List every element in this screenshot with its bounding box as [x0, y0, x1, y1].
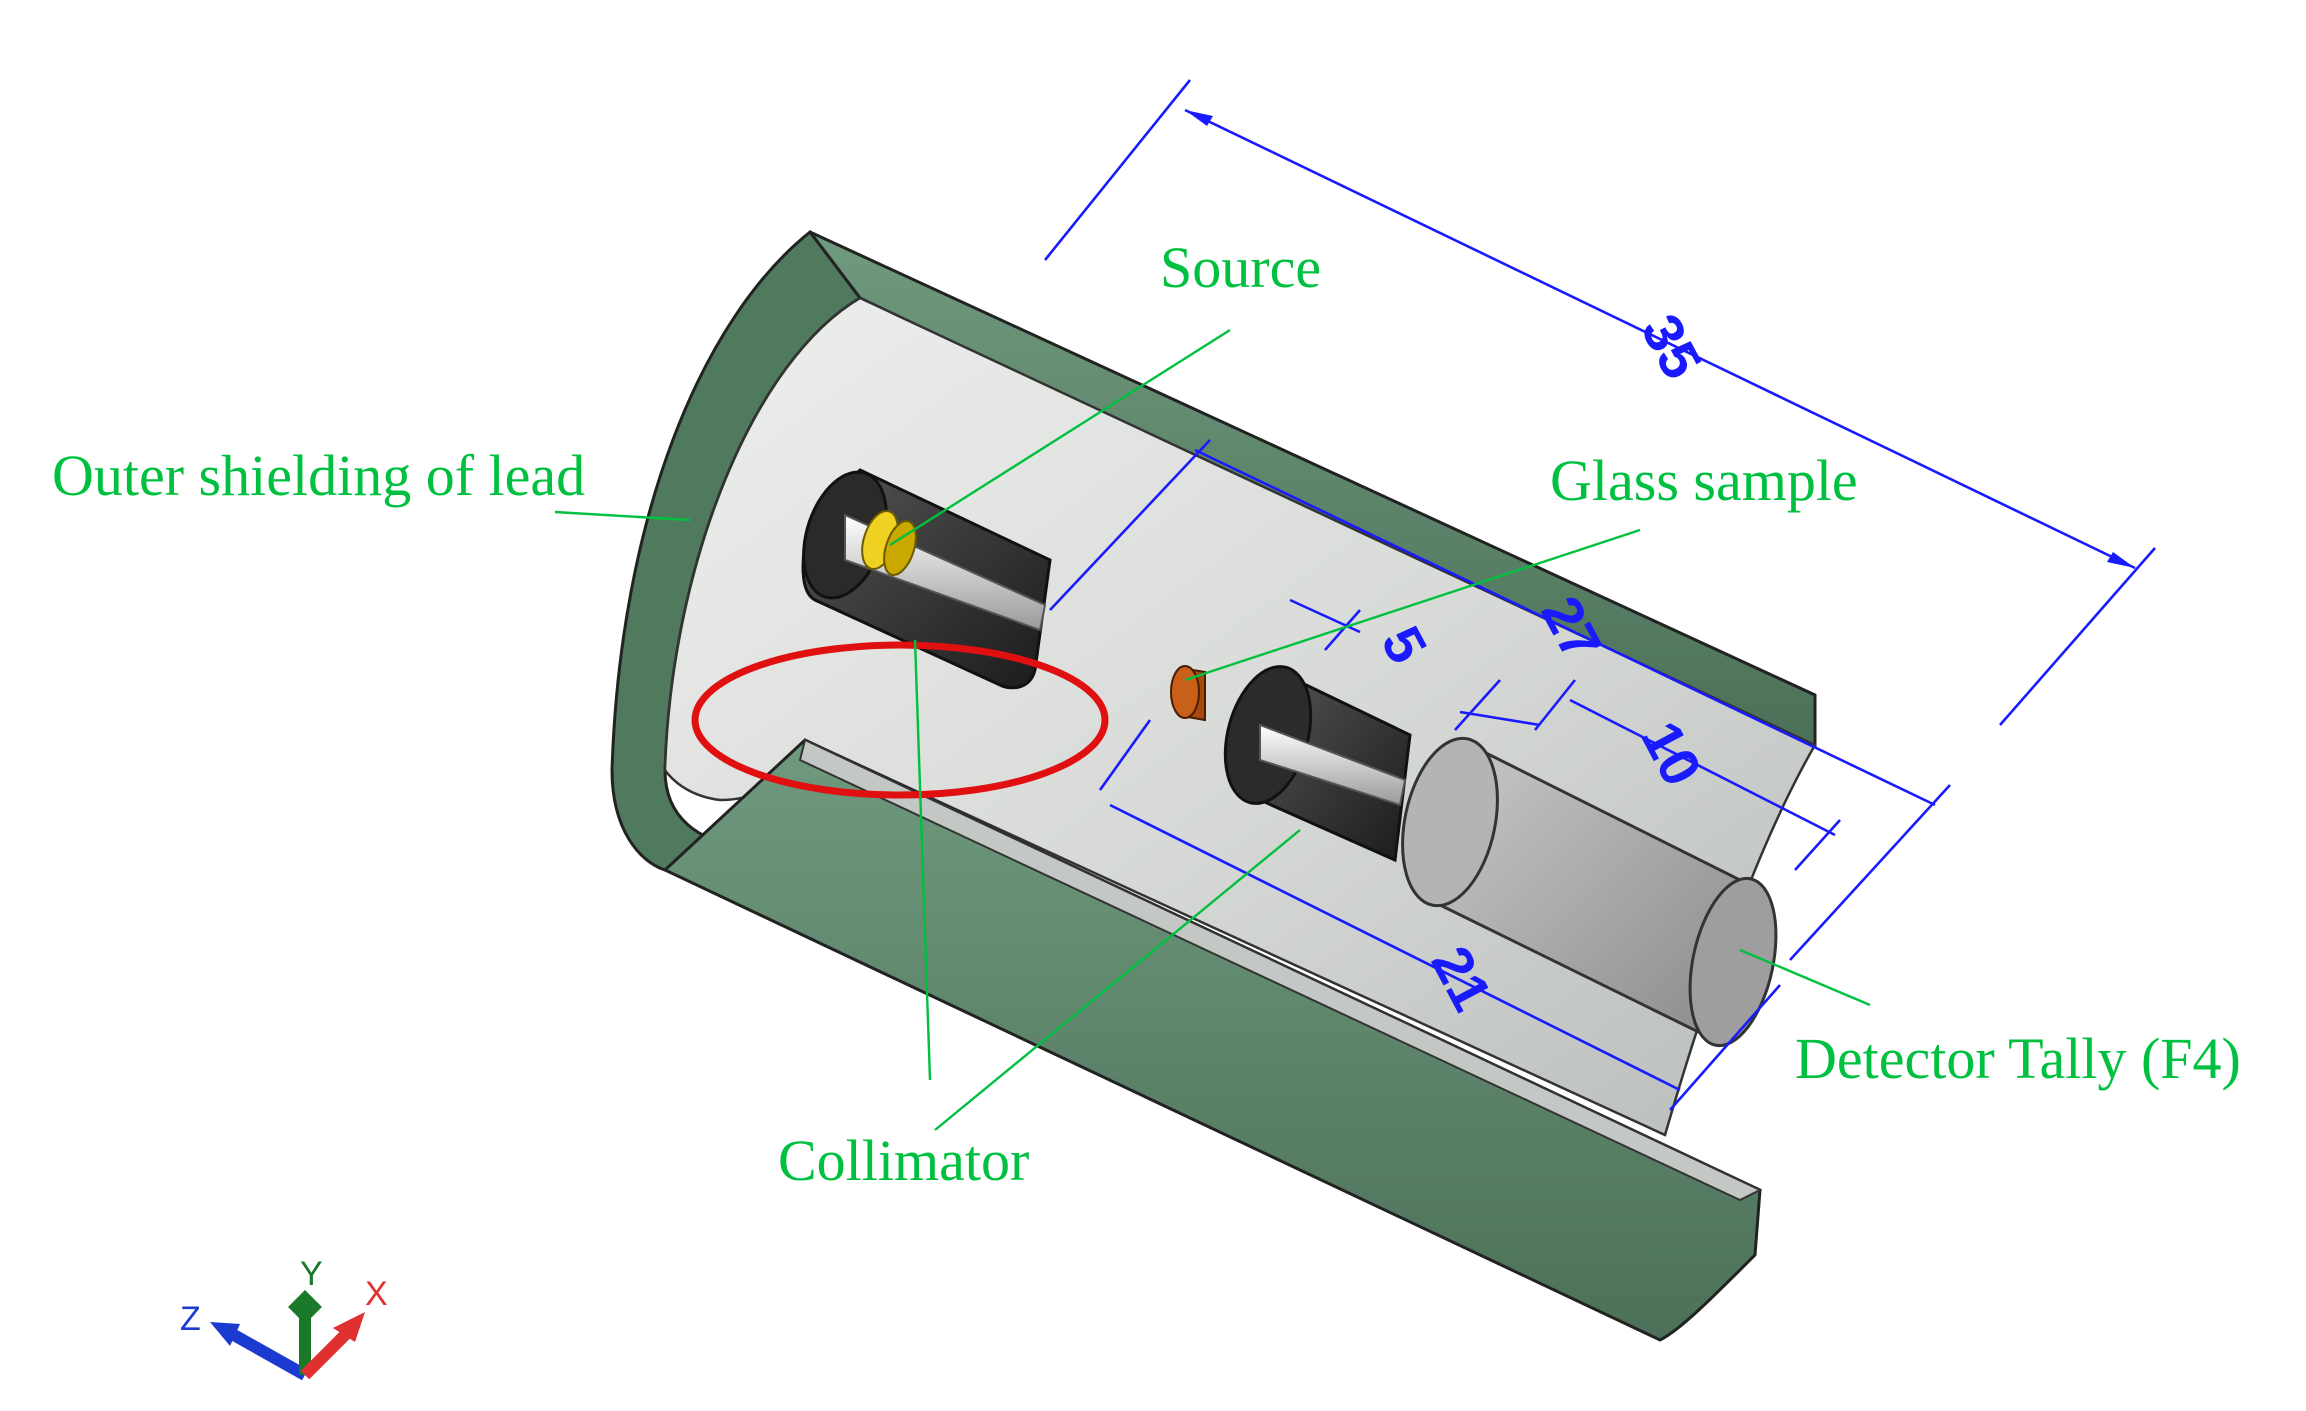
highlight-ellipse: [691, 641, 1109, 799]
label-source: Source: [1160, 235, 1321, 300]
lead-shield-bottom-cut: [798, 738, 1763, 1202]
axis-y-label: Y: [300, 1255, 323, 1293]
label-collimator: Collimator: [778, 1128, 1029, 1193]
detector-cylinder: [1401, 736, 1778, 1048]
dim-overall-length: 35: [1629, 304, 1714, 389]
label-glass-sample: Glass sample: [1550, 448, 1858, 513]
axis-x-label: X: [365, 1275, 388, 1313]
label-detector-tally: Detector Tally (F4): [1795, 1026, 2241, 1091]
detector-collimator: [1223, 665, 1412, 863]
dimension-lines: [1043, 79, 2156, 1111]
label-outer-shielding: Outer shielding of lead: [52, 443, 585, 508]
axis-triad: Z Y X: [180, 1255, 388, 1381]
source-collimator: [801, 468, 1052, 690]
glass-sample: [1170, 665, 1206, 722]
leader-lines: [554, 328, 1871, 1131]
lead-shield-bottom-wall: [662, 738, 1762, 1342]
axis-z-label: Z: [180, 1300, 201, 1338]
labels: Source Outer shielding of lead Glass sam…: [52, 235, 2241, 1193]
